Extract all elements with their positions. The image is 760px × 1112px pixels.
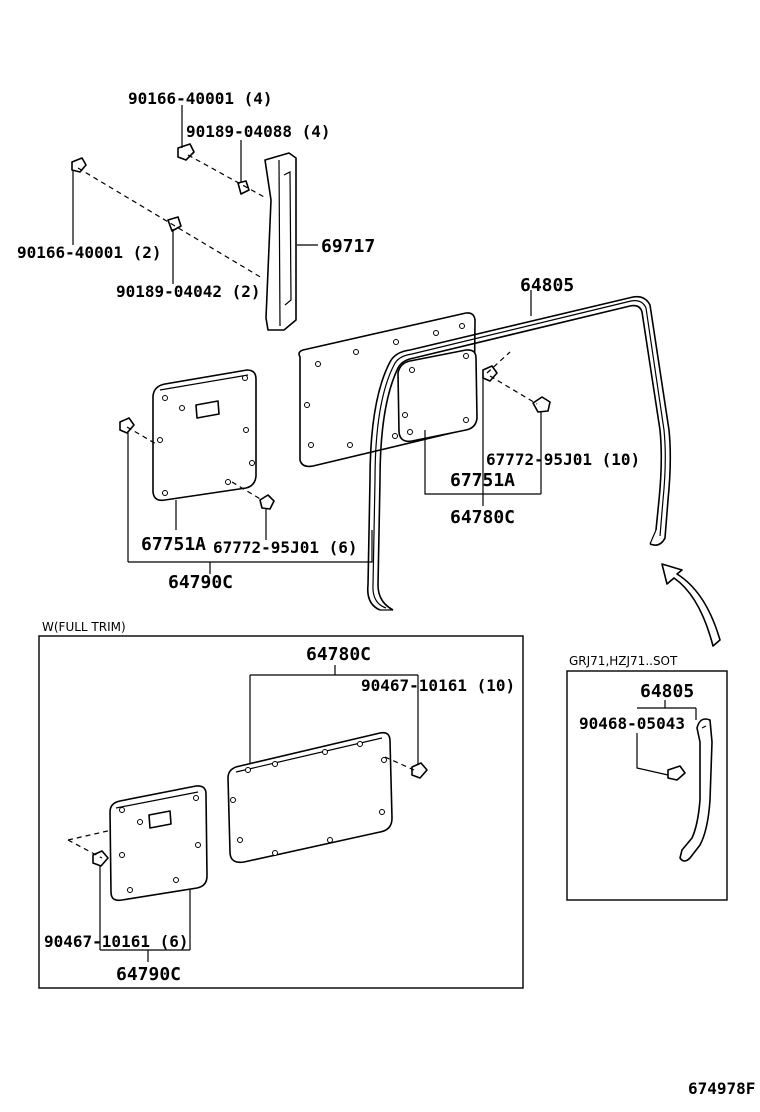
- label-64805-box: 64805: [640, 681, 694, 702]
- label-64780c-top: 64780C: [450, 507, 515, 528]
- full-trim-box: [38, 635, 524, 989]
- label-90166-40001-4: 90166-40001 (4): [128, 89, 273, 108]
- trim-panel-67751a-left: [152, 369, 257, 502]
- clip-67772-right-b: [532, 396, 551, 413]
- pillar-trim-69717: [264, 152, 297, 331]
- trim-panel-67751a-right: [397, 349, 478, 443]
- clip-90467-6: [92, 850, 109, 867]
- label-90467-10161-10: 90467-10161 (10): [361, 676, 515, 695]
- full-trim-panel: [109, 785, 208, 902]
- clip-67772-left-b: [259, 494, 275, 510]
- clip-67772-right-a: [482, 365, 498, 382]
- label-64780c-box: 64780C: [306, 644, 371, 665]
- label-67751a-left: 67751A: [141, 534, 206, 555]
- reference-arrow: [661, 563, 721, 647]
- clip-90166-left: [71, 157, 87, 173]
- label-64790c-box: 64790C: [116, 964, 181, 985]
- label-69717: 69717: [321, 236, 375, 257]
- label-90166-40001-2: 90166-40001 (2): [17, 243, 162, 262]
- weatherstrip-end-64805: [679, 718, 713, 862]
- clip-90467-10: [411, 762, 428, 779]
- label-90189-04042-2: 90189-04042 (2): [116, 282, 261, 301]
- label-64805-top: 64805: [520, 275, 574, 296]
- label-67772-95j01-6: 67772-95J01 (6): [213, 538, 358, 557]
- label-90467-10161-6: 90467-10161 (6): [44, 932, 189, 951]
- figure-code: 674978F: [688, 1079, 755, 1098]
- sot-box: [566, 670, 728, 901]
- full-trim-title: W(FULL TRIM): [42, 620, 126, 634]
- label-90468-05043: 90468-05043: [579, 714, 685, 733]
- screw-90189-top: [237, 180, 250, 195]
- label-67751a-right: 67751A: [450, 470, 515, 491]
- label-64790c-top: 64790C: [168, 572, 233, 593]
- weatherstrip-64805: [366, 295, 672, 611]
- screw-90189-mid: [167, 216, 182, 232]
- label-90189-04088-4: 90189-04088 (4): [186, 122, 331, 141]
- full-trim-board: [227, 731, 393, 864]
- label-67772-95j01-10: 67772-95J01 (10): [486, 450, 640, 469]
- sot-title: GRJ71,HZJ71..SOT: [569, 654, 678, 668]
- clip-67772-left-a: [119, 417, 135, 434]
- clip-90468: [667, 765, 686, 781]
